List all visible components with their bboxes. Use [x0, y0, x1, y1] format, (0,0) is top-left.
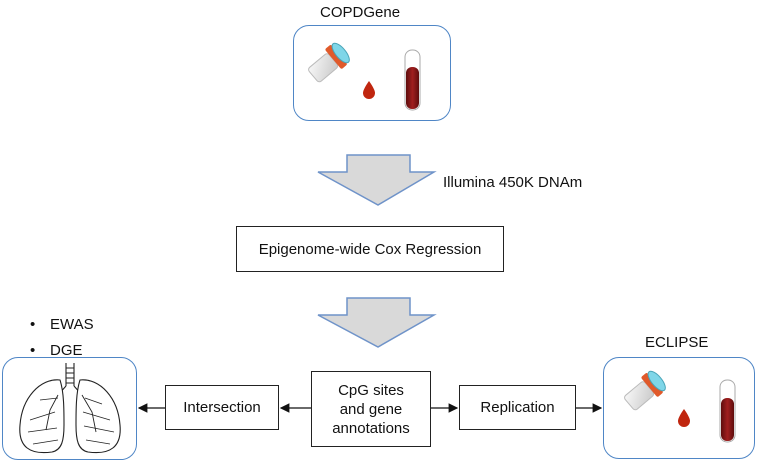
replication-box-label: Replication [480, 399, 555, 416]
eclipse-title: ECLIPSE [645, 334, 709, 351]
illumina-label: Illumina 450K DNAm [443, 174, 583, 191]
eclipse-blood-tube-icon [719, 379, 736, 443]
copdgene-title: COPDGene [320, 4, 401, 21]
cpg-box-line-1: CpG sites [338, 381, 404, 399]
blood-drop-icon [363, 81, 375, 99]
cpg-box-line-3: annotations [332, 419, 410, 437]
eclipse-blood-drop-icon [678, 409, 690, 427]
lungs-icon [19, 363, 121, 454]
regression-box: Epigenome-wide Cox Regression [236, 226, 504, 272]
flow-arrow-down-2 [317, 297, 437, 348]
regression-box-label: Epigenome-wide Cox Regression [258, 240, 482, 258]
intersection-box-label: Intersection [183, 399, 261, 416]
analysis-list: EWAS DGE [30, 312, 94, 364]
flow-arrow-down-1 [317, 154, 437, 206]
pill-bottle-icon [308, 42, 350, 83]
bullet-ewas: EWAS [30, 312, 94, 338]
replication-box: Replication [459, 385, 576, 430]
eclipse-pill-bottle-icon [624, 370, 666, 411]
bullet-dge: DGE [30, 338, 94, 364]
cpg-box-line-2: and gene [339, 400, 403, 418]
cpg-box: CpG sites and gene annotations [311, 371, 431, 447]
intersection-box: Intersection [165, 385, 279, 430]
blood-tube-icon [404, 49, 421, 111]
